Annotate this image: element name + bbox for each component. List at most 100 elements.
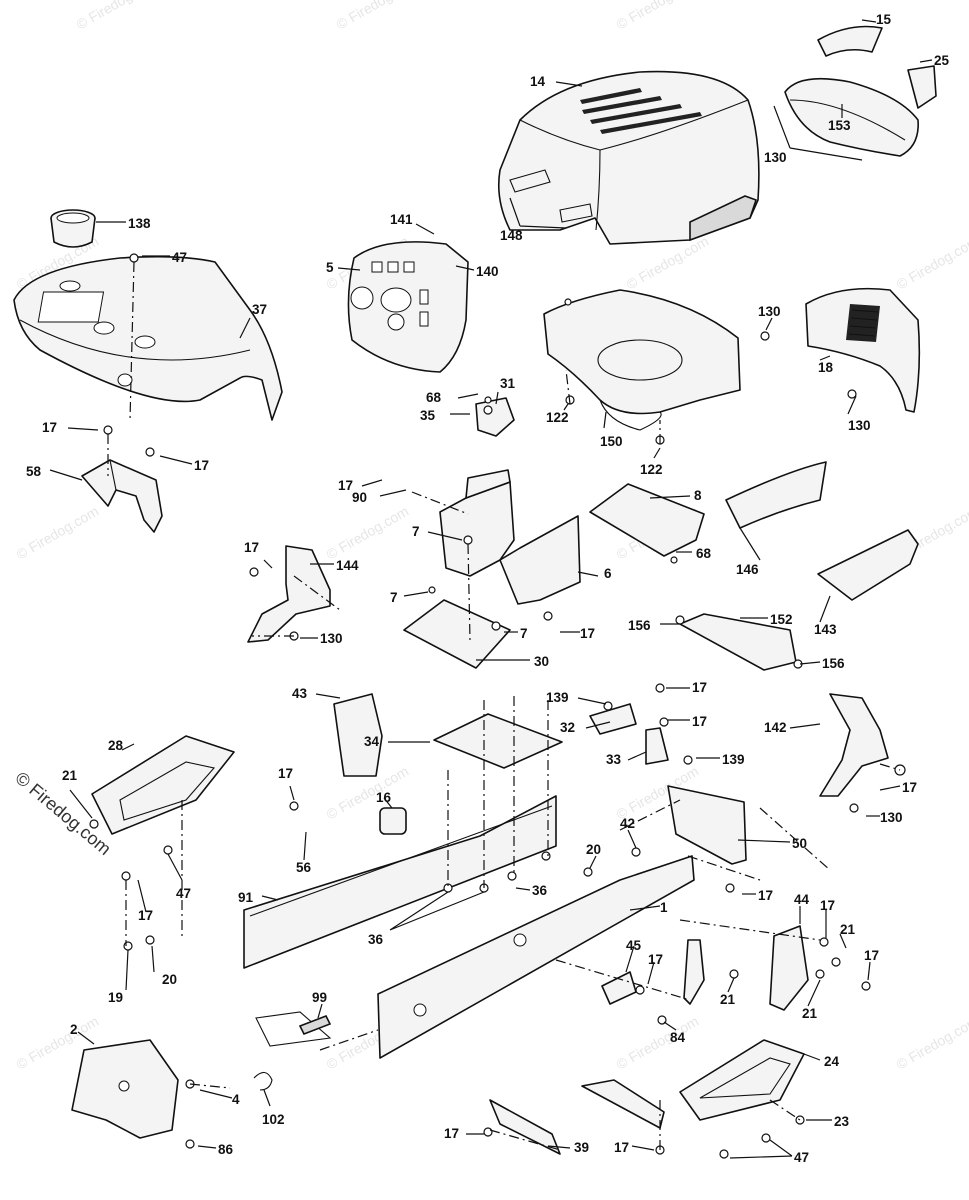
part-143-shape (817, 529, 919, 601)
callout-17: 17 (278, 766, 293, 781)
part-31-shape (475, 397, 515, 437)
callout-16: 16 (376, 790, 392, 805)
callout-28: 28 (108, 738, 124, 753)
part-43-shape (333, 693, 383, 777)
callout-37: 37 (252, 302, 267, 317)
callout-21: 21 (62, 768, 78, 783)
callout-139: 139 (722, 752, 745, 767)
part-152-shape (679, 613, 797, 671)
callout-33: 33 (606, 752, 622, 767)
part-138-cupholder (50, 209, 96, 248)
part-15-shape (817, 25, 883, 57)
leader-lines (49, 19, 933, 1159)
part-99-lever (255, 1011, 332, 1047)
callout-50: 50 (792, 836, 807, 851)
callout-47: 47 (176, 886, 191, 901)
callout-24: 24 (824, 1054, 840, 1069)
callout-21: 21 (802, 1006, 818, 1021)
callout-7: 7 (390, 590, 398, 605)
part-150-seatpan (543, 289, 741, 431)
callout-14: 14 (530, 74, 546, 89)
part-142-bracket (819, 693, 889, 797)
callout-23: 23 (834, 1114, 850, 1129)
part-1-frame (377, 855, 695, 1059)
callout-35: 35 (420, 408, 436, 423)
watermark-text: © Firedog.com (614, 1013, 702, 1073)
callout-36: 36 (368, 932, 384, 947)
callout-5: 5 (326, 260, 334, 275)
callout-17: 17 (194, 458, 209, 473)
callout-139: 139 (546, 690, 569, 705)
callout-122: 122 (546, 410, 569, 425)
callout-148: 148 (500, 228, 523, 243)
callout-17: 17 (580, 626, 595, 641)
callout-152: 152 (770, 612, 793, 627)
watermark-text: © Firedog.com (894, 233, 969, 293)
callout-17: 17 (692, 680, 707, 695)
part-28-footrest (91, 735, 235, 835)
part-153-edge (789, 99, 906, 141)
callout-39: 39 (574, 1140, 589, 1155)
callout-7: 7 (520, 626, 528, 641)
callout-36: 36 (532, 883, 548, 898)
part-18-grille (805, 287, 921, 413)
callout-68: 68 (426, 390, 442, 405)
part-50-shape (667, 785, 747, 865)
callout-44: 44 (794, 892, 810, 907)
fastener-layer (89, 253, 906, 1159)
callout-6: 6 (604, 566, 612, 581)
watermark-text: © Firedog.com (14, 503, 102, 563)
callout-141: 141 (390, 212, 413, 227)
callout-142: 142 (764, 720, 787, 735)
callout-21: 21 (840, 922, 856, 937)
callout-150: 150 (600, 434, 623, 449)
callout-42: 42 (620, 816, 635, 831)
callout-130: 130 (848, 418, 871, 433)
part-33-shape (645, 727, 669, 765)
callout-21: 21 (720, 992, 736, 1007)
part-58-bracket (81, 459, 163, 533)
callout-7: 7 (412, 524, 420, 539)
callout-140: 140 (476, 264, 499, 279)
callout-8: 8 (694, 488, 702, 503)
part-39b-shape (581, 1079, 665, 1129)
callout-17: 17 (648, 952, 663, 967)
callout-130: 130 (764, 150, 787, 165)
callout-43: 43 (292, 686, 308, 701)
part-144-bracket (247, 545, 331, 643)
part-8-shape (589, 483, 705, 557)
callout-17: 17 (820, 898, 835, 913)
callout-17: 17 (444, 1126, 459, 1141)
callout-84: 84 (670, 1030, 686, 1045)
assembly-lines (107, 261, 901, 1151)
watermark-text: © Firedog.com (74, 0, 162, 33)
callout-labels: 15 25 14 153 130 148 138 47 141 140 5 37… (26, 12, 950, 1165)
watermark-text: © Firedog.com (324, 503, 412, 563)
watermark-text: © Firedog.com (334, 0, 422, 33)
callout-25: 25 (934, 53, 950, 68)
part-91-frame (243, 795, 557, 969)
callout-130: 130 (320, 631, 343, 646)
part-102-shape (253, 1071, 273, 1091)
callout-156: 156 (628, 618, 651, 633)
callout-32: 32 (560, 720, 575, 735)
part-44-shape (769, 925, 809, 1011)
part-25-shape (907, 65, 937, 109)
callout-17: 17 (902, 780, 917, 795)
callout-102: 102 (262, 1112, 285, 1127)
callout-47: 47 (794, 1150, 809, 1165)
callout-15: 15 (876, 12, 892, 27)
callout-99: 99 (312, 990, 327, 1005)
callout-18: 18 (818, 360, 834, 375)
part-153-shape (784, 77, 919, 157)
callout-17: 17 (244, 540, 259, 555)
part-32-shape (589, 703, 637, 735)
callout-91: 91 (238, 890, 254, 905)
callout-34: 34 (364, 734, 380, 749)
part-45-shape (601, 971, 637, 1005)
callout-17: 17 (138, 908, 153, 923)
callout-20: 20 (586, 842, 601, 857)
part-14-hood (497, 70, 760, 245)
watermark-text: © Firedog.com (614, 0, 702, 33)
